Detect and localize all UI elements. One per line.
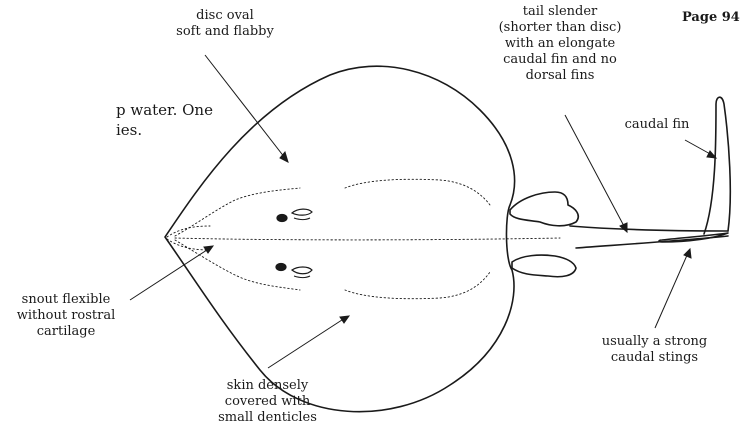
- label-disc: disc oval soft and flabby: [165, 8, 285, 40]
- upper-dotted-curve-back: [345, 179, 490, 205]
- leader-caudal-fin: [685, 140, 712, 155]
- arrowhead-skin: [340, 316, 349, 323]
- spiracle-upper: [292, 209, 312, 215]
- eye-upper: [277, 215, 287, 222]
- disc-outline: [165, 66, 515, 411]
- pelvic-fin-lower: [512, 255, 576, 277]
- leader-snout: [130, 248, 210, 300]
- leader-sting: [655, 253, 688, 328]
- body-text-fragment: p water. One ies.: [116, 100, 213, 140]
- eye-lower: [276, 264, 286, 271]
- spiracle-lower-detail: [294, 276, 310, 278]
- label-tail: tail slender (shorter than disc) with an…: [485, 4, 635, 84]
- label-caudal-fin: caudal fin: [612, 117, 702, 133]
- leader-disc: [205, 55, 285, 158]
- caudal-fin-outline: [704, 97, 730, 234]
- arrowhead-snout: [204, 246, 213, 253]
- label-sting: usually a strong caudal stings: [582, 334, 727, 366]
- midline-dotted: [175, 238, 560, 240]
- page-number: Page 94: [682, 10, 740, 25]
- leader-skin: [268, 318, 345, 368]
- label-skin: skin densely covered with small denticle…: [205, 378, 330, 426]
- tail-upper-edge: [570, 226, 728, 231]
- label-snout: snout flexible without rostral cartilage: [6, 292, 126, 340]
- lower-dotted-curve-back: [345, 272, 490, 299]
- pelvic-fin-upper: [510, 192, 578, 226]
- spiracle-lower: [292, 267, 312, 274]
- arrowhead-sting: [684, 249, 691, 258]
- arrowhead-tail: [620, 223, 627, 232]
- tail-lower-edge: [576, 236, 728, 248]
- spiracle-upper-detail: [294, 218, 310, 220]
